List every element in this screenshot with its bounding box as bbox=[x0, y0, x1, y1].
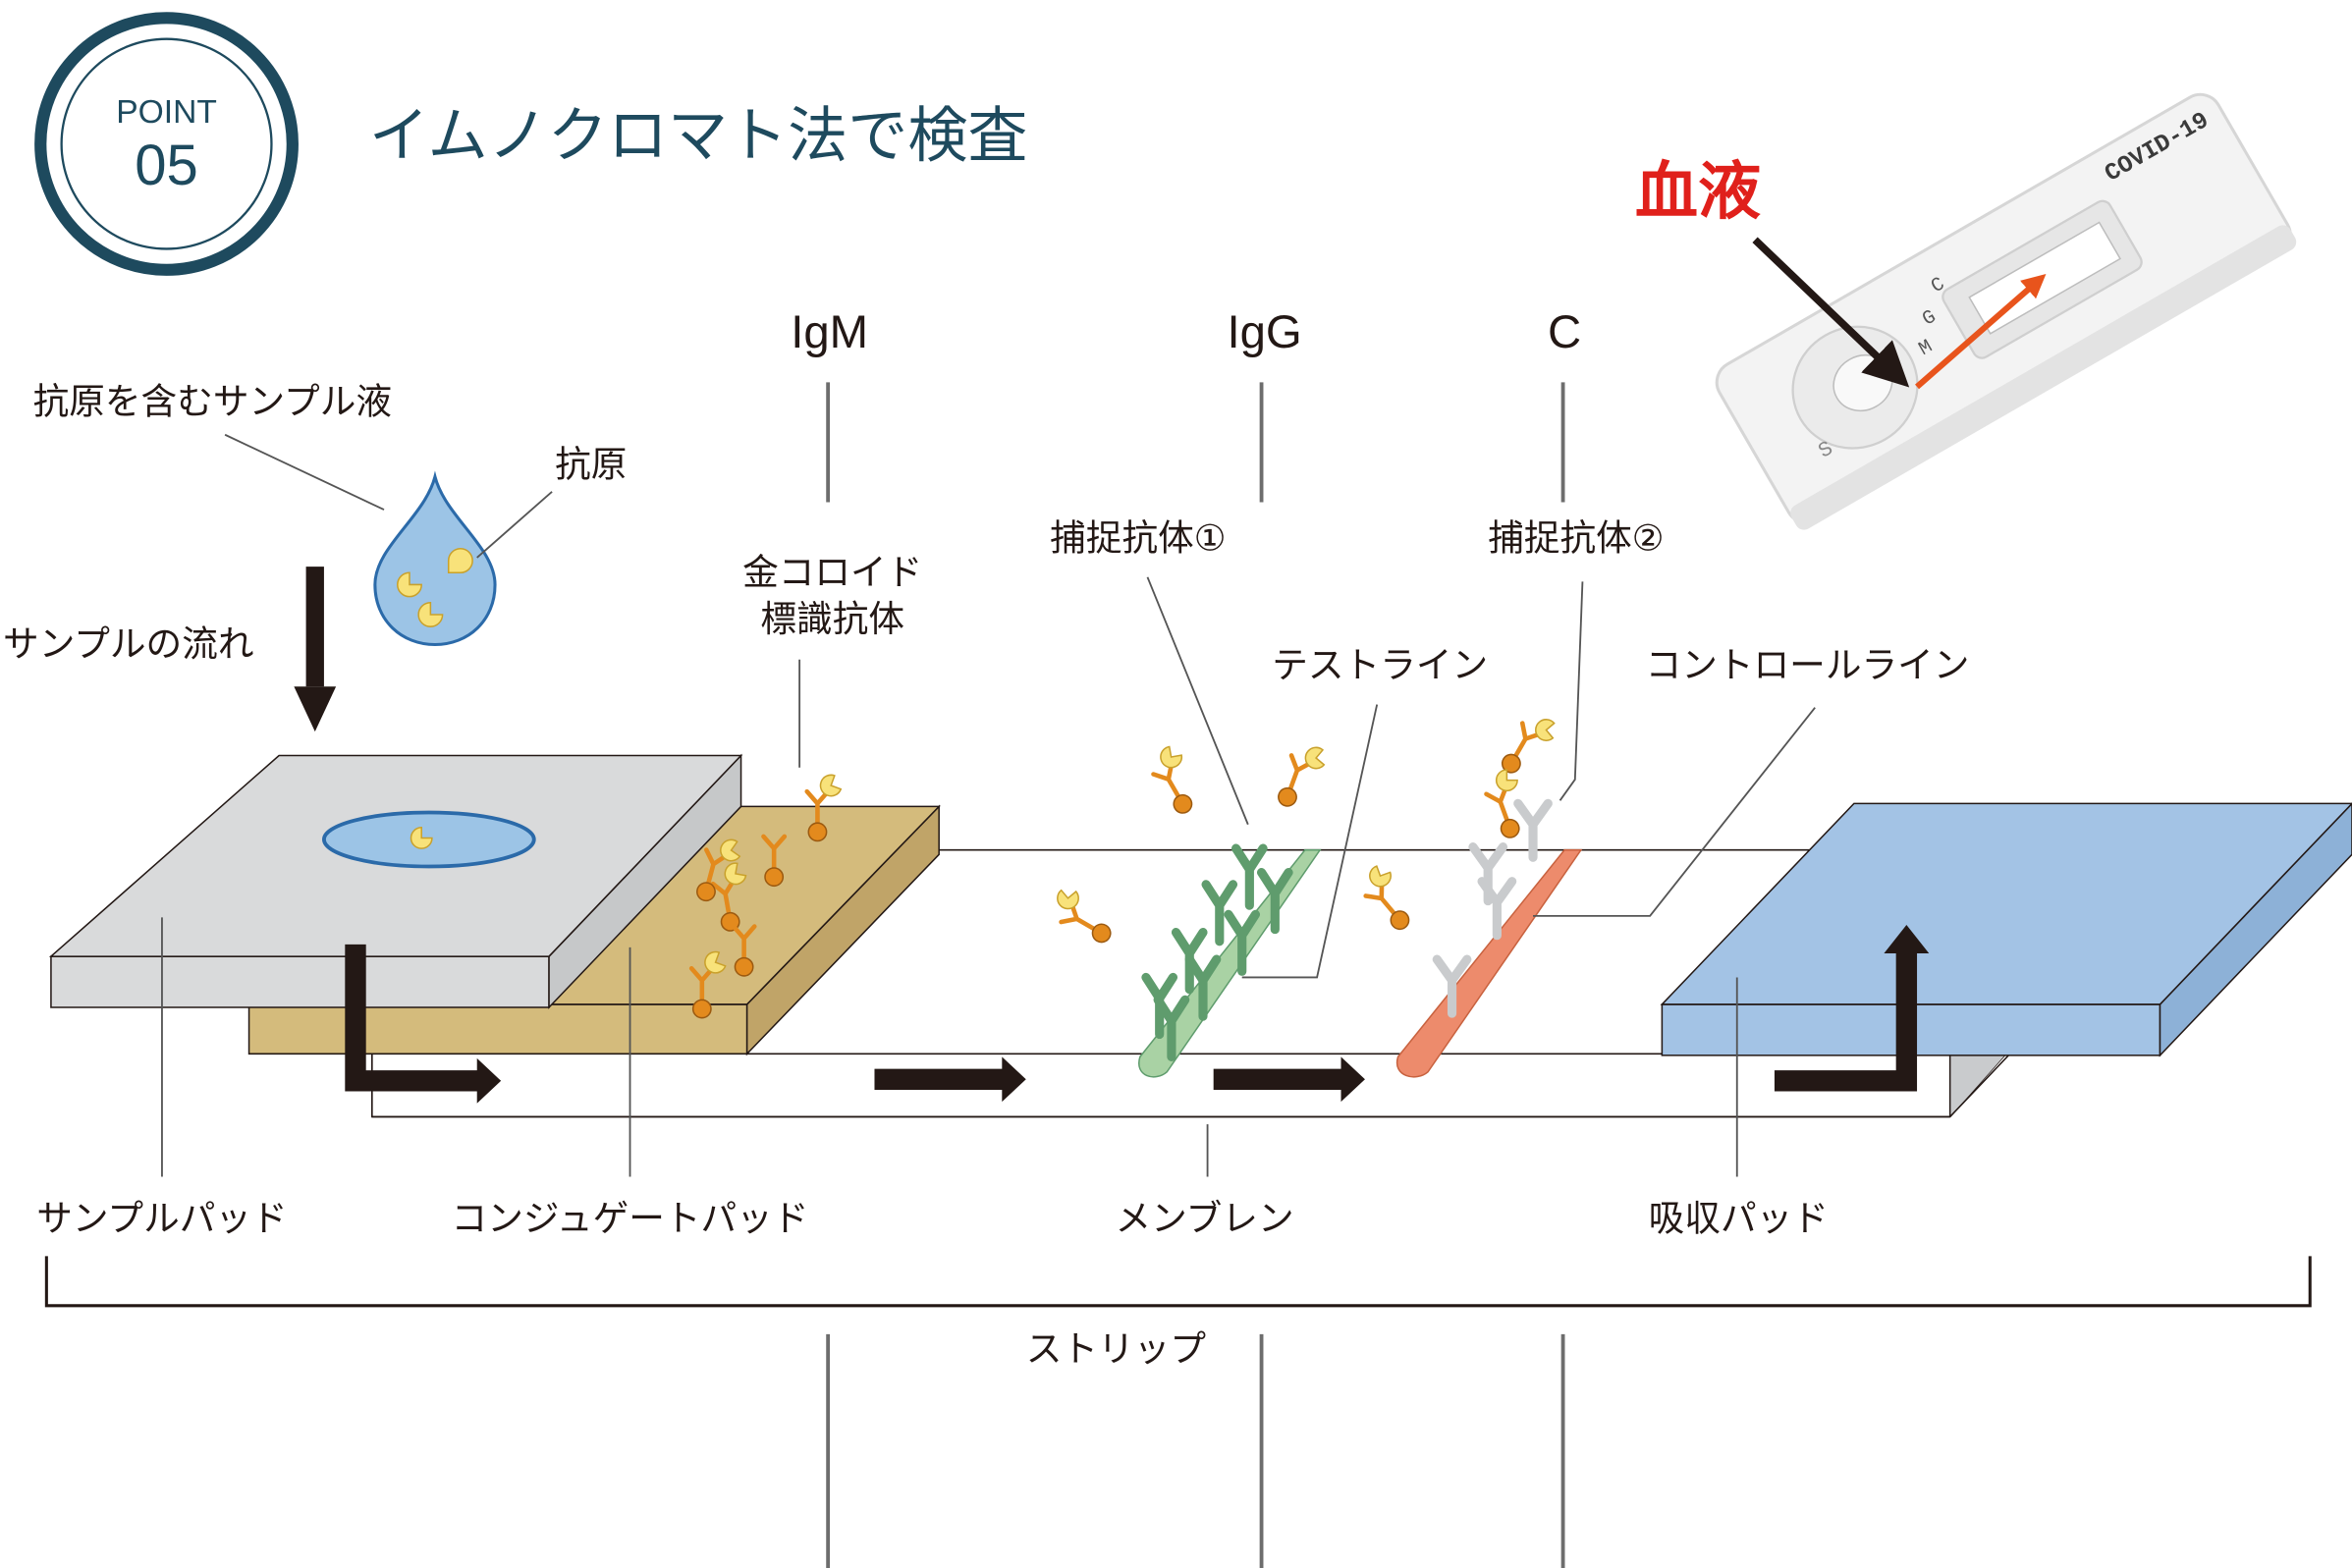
antigen-icon bbox=[1495, 769, 1518, 792]
sample-liquid-label: 抗原を含むサンプル液 bbox=[33, 380, 392, 422]
gold-antibody bbox=[688, 950, 727, 1019]
antigen-icon bbox=[1535, 719, 1556, 741]
gold-antibody bbox=[1151, 745, 1193, 814]
gold-antibody bbox=[731, 924, 757, 977]
antigen-icon bbox=[1160, 745, 1183, 769]
conjugate-pad-label: コンジュゲートパッド bbox=[452, 1197, 809, 1239]
blood-label: 血液 bbox=[1635, 155, 1761, 229]
strip-label: ストリップ bbox=[1026, 1327, 1207, 1370]
strip-bracket bbox=[44, 1256, 2312, 1308]
sample-flow-arrow bbox=[294, 567, 337, 732]
membrane bbox=[371, 848, 2011, 1118]
gold-antibody bbox=[1057, 889, 1112, 944]
gold-colloid-label-1: 金コロイド bbox=[742, 551, 922, 593]
capture-antibody-control bbox=[1432, 954, 1472, 1018]
c-header: C bbox=[1548, 306, 1581, 358]
test-cassette: COVID-19 C G M S 血液 bbox=[1635, 92, 2297, 530]
blood-pointer-arrow bbox=[1752, 237, 1910, 388]
flow-direction-arrow bbox=[1915, 273, 2047, 390]
gold-antibody bbox=[1363, 865, 1410, 931]
sample-pad bbox=[48, 753, 743, 1009]
antigen-icon bbox=[819, 774, 843, 797]
flow-arrows bbox=[345, 925, 1930, 1104]
gold-antibody bbox=[696, 838, 741, 902]
gold-antibody bbox=[761, 834, 788, 888]
capture-antibody-igg bbox=[1231, 843, 1268, 910]
capture-antibody-control bbox=[1468, 842, 1508, 906]
sample-flow-label: サンプルの流れ bbox=[3, 623, 253, 666]
gold-antibody bbox=[1484, 769, 1520, 838]
capture-antibodies bbox=[1057, 719, 1556, 1061]
capture-antibody-1-label: 捕捉抗体① bbox=[1050, 516, 1226, 559]
capture-antibody-2-label: 捕捉抗体② bbox=[1488, 516, 1664, 559]
antigen-label: 抗原 bbox=[555, 444, 627, 486]
sample-pad-label: サンプルパッド bbox=[36, 1197, 287, 1239]
capture-antibody-igg bbox=[1224, 909, 1261, 976]
gold-antibody bbox=[1501, 719, 1556, 774]
antigen-icon bbox=[1057, 889, 1079, 910]
guide-lines bbox=[826, 382, 1565, 1568]
antigen-icon bbox=[724, 862, 747, 886]
gold-colloid-antibodies bbox=[688, 774, 843, 1019]
membrane-label: メンブレン bbox=[1115, 1197, 1293, 1239]
antigen-icon bbox=[397, 548, 473, 627]
sample-droplet bbox=[373, 470, 497, 647]
control-line-band bbox=[1395, 848, 1583, 1078]
igg-header: IgG bbox=[1227, 306, 1301, 358]
antigen-icon bbox=[720, 838, 741, 862]
capture-antibody-igg bbox=[1184, 954, 1222, 1021]
control-line-label: コントロールライン bbox=[1646, 644, 1970, 686]
antigen-icon bbox=[1304, 746, 1326, 770]
capture-antibody-igg bbox=[1256, 867, 1293, 935]
absorbent-pad-label: 吸収パッド bbox=[1649, 1197, 1829, 1239]
point-badge: POINT 05 bbox=[34, 12, 299, 276]
igm-header: IgM bbox=[791, 306, 868, 358]
capture-antibody-igg bbox=[1201, 880, 1238, 946]
gold-colloid-label-2: 標識抗体 bbox=[760, 598, 904, 640]
point-word: POINT bbox=[116, 94, 217, 131]
absorbent-pad bbox=[1660, 802, 2352, 1057]
test-line-label: テストライン bbox=[1272, 644, 1488, 686]
page-title: イムノクロマト法で検査 bbox=[369, 101, 1028, 171]
gold-antibody bbox=[804, 774, 843, 842]
gold-antibody bbox=[1278, 746, 1326, 807]
point-number: 05 bbox=[135, 134, 198, 197]
capture-antibody-igg bbox=[1153, 995, 1190, 1061]
antigen-icon bbox=[704, 950, 727, 974]
capture-antibody-control bbox=[1513, 798, 1553, 862]
antigen-icon bbox=[1369, 865, 1392, 888]
